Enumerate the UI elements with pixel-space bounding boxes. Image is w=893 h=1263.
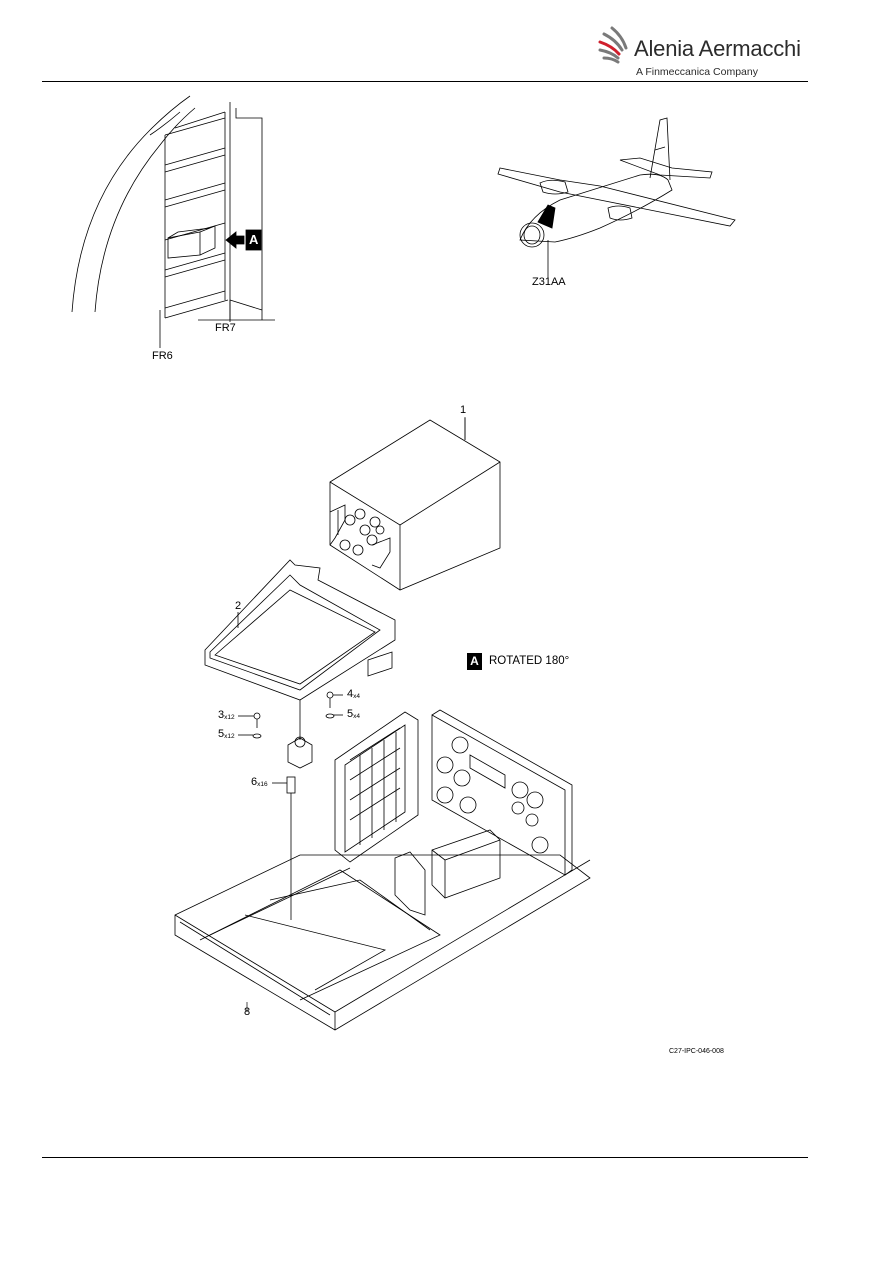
callout-item-5-x12: 5x12 xyxy=(218,728,235,740)
zone-label: Z31AA xyxy=(532,276,566,288)
figure-id: C27-IPC-046-008 xyxy=(669,1048,724,1055)
view-arrow-icon xyxy=(225,231,245,249)
callout-item-2: 2 xyxy=(235,600,242,612)
aircraft-drawing xyxy=(497,117,736,278)
view-note-text: ROTATED 180° xyxy=(489,655,570,667)
company-logo-icon xyxy=(598,26,628,64)
brand-name: Alenia Aermacchi xyxy=(634,36,801,61)
callout-item-6: 6x16 xyxy=(251,776,268,788)
callout-item-8: 8 xyxy=(244,1006,251,1018)
view-marker-box xyxy=(245,229,262,251)
callout-item-5-x4: 5x4 xyxy=(347,708,360,720)
header-rule xyxy=(42,81,808,82)
callout-item-3: 3x12 xyxy=(218,709,235,721)
item-8-rack xyxy=(174,709,591,1031)
brand-subtitle: A Finmeccanica Company xyxy=(636,66,758,78)
view-note-marker: A xyxy=(467,653,482,670)
footer-rule xyxy=(42,1157,808,1158)
item-2-tray xyxy=(204,559,396,701)
hardware-leaders xyxy=(238,691,343,920)
frame-label-fr6: FR6 xyxy=(152,350,173,362)
fuselage-section-drawing xyxy=(71,95,275,348)
item-1-unit xyxy=(329,418,501,591)
callout-item-4: 4x4 xyxy=(347,688,360,700)
callout-item-1: 1 xyxy=(460,404,467,416)
frame-label-fr7: FR7 xyxy=(215,322,236,334)
view-marker-letter: A xyxy=(249,232,259,247)
